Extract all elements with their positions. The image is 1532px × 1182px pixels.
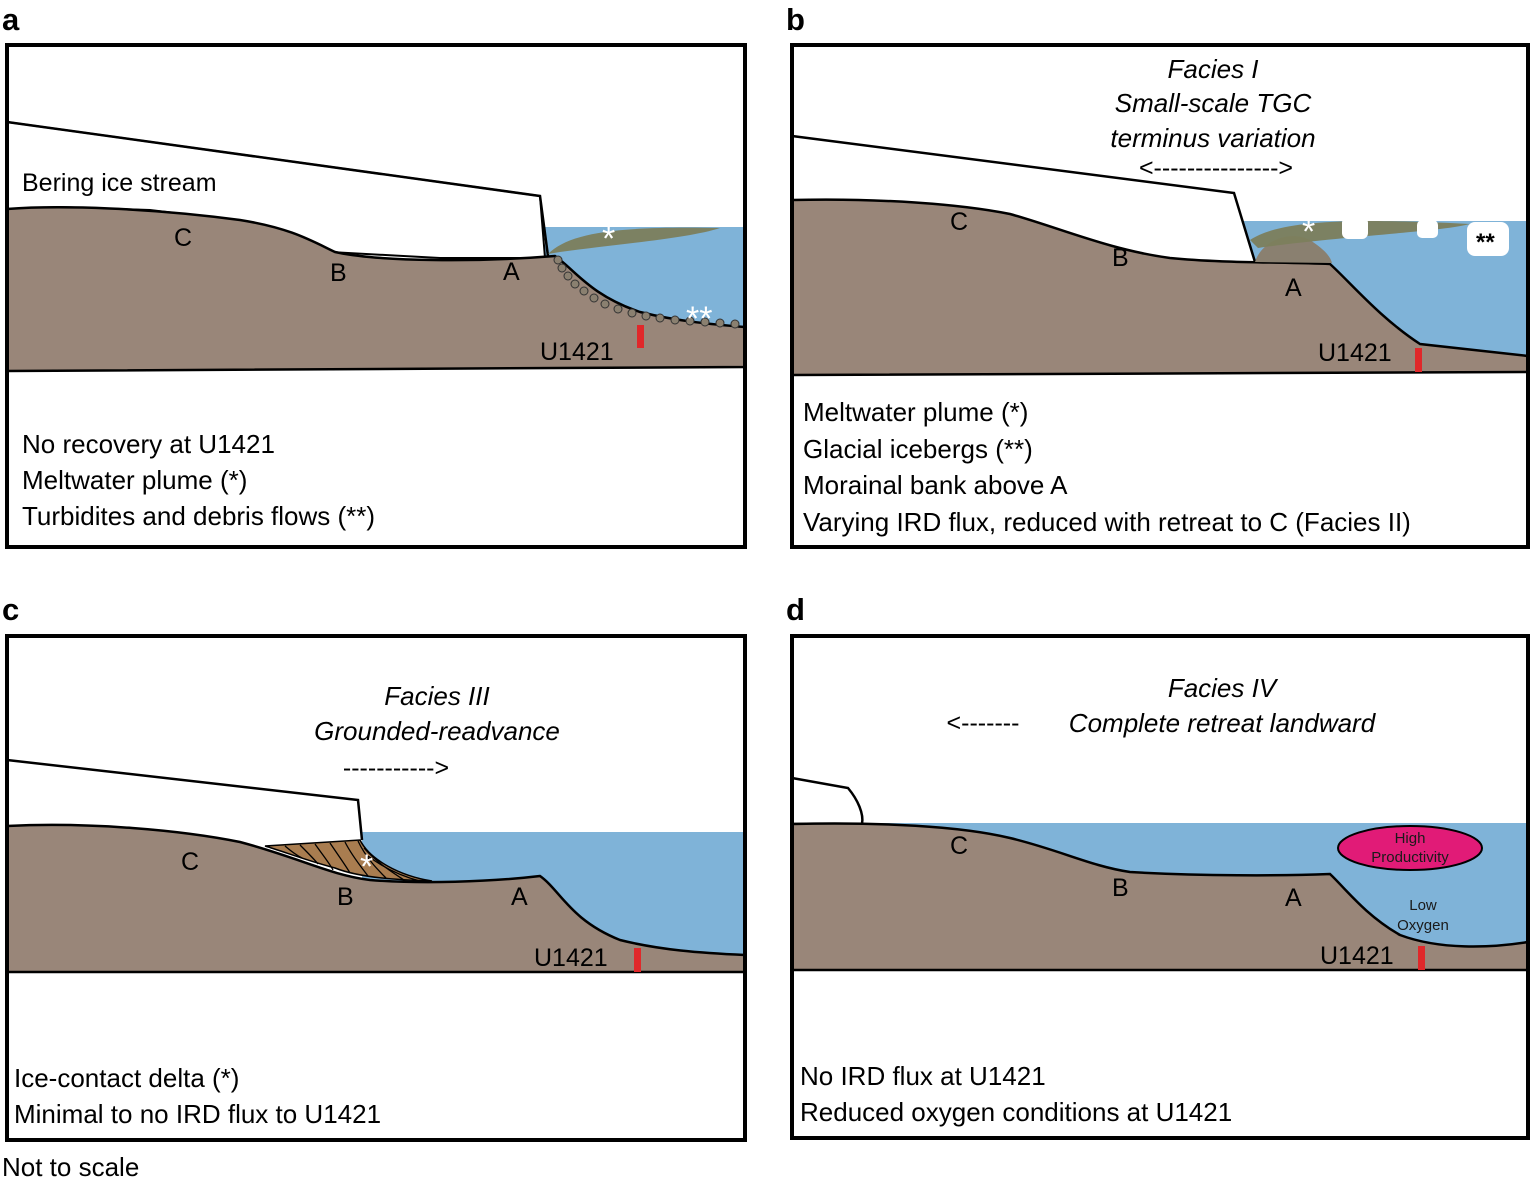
panel-c-facies-title: Facies III bbox=[384, 681, 489, 711]
panel-d-facies-title: Facies IV bbox=[1168, 673, 1279, 703]
panel-c-sediment bbox=[5, 823, 747, 974]
panel-a-note-2: Meltwater plume (*) bbox=[22, 465, 247, 495]
panel-b-ice-front bbox=[791, 134, 1257, 263]
panel-c-arrow: -----------> bbox=[343, 754, 449, 782]
panel-b-ice bbox=[792, 136, 1255, 262]
panel-d-low-oxygen-label-2: Oxygen bbox=[1397, 917, 1449, 934]
panel-a: a * ** Bering ice stream C B A U1421 bbox=[2, 2, 747, 549]
panel-c-delta-foresets bbox=[284, 840, 421, 882]
panel-d-high-productivity-label-2: Productivity bbox=[1371, 849, 1449, 866]
panel-c-ice bbox=[7, 760, 362, 840]
panel-d-sediment bbox=[790, 822, 1530, 972]
panel-a-frame bbox=[5, 43, 747, 549]
panel-b-plume-star: * bbox=[1302, 213, 1315, 251]
panel-c-delta-star: * bbox=[360, 848, 373, 886]
panel-d-core-marker bbox=[1418, 946, 1425, 970]
panel-c-frame bbox=[5, 634, 747, 1142]
panel-b-iceberg-stars: ** bbox=[1476, 229, 1495, 256]
panel-c-site-c: C bbox=[181, 848, 199, 876]
panel-d-high-productivity-label-1: High bbox=[1395, 830, 1426, 847]
panel-b-arrow: <---------------> bbox=[1139, 154, 1293, 182]
panel-a-debris-flow bbox=[553, 255, 740, 329]
panel-d-core-label: U1421 bbox=[1320, 942, 1394, 970]
panel-b-sediment bbox=[790, 198, 1530, 377]
panel-b-core-marker bbox=[1415, 348, 1422, 372]
panel-c-note-2: Minimal to no IRD flux to U1421 bbox=[14, 1099, 381, 1129]
panel-b-letter: b bbox=[786, 2, 805, 37]
panel-d: d High Productivity Low Oxygen Facies IV… bbox=[786, 592, 1530, 1140]
panel-b-core-label: U1421 bbox=[1318, 339, 1392, 367]
panel-d-frame bbox=[790, 634, 1530, 1140]
panel-b-note-2: Glacial icebergs (**) bbox=[803, 434, 1033, 464]
panel-d-facies-sub1: Complete retreat landward bbox=[1069, 708, 1377, 738]
panel-d-high-productivity bbox=[1337, 825, 1483, 871]
panel-b-iceberg-3 bbox=[1467, 222, 1509, 256]
panel-c-core-label: U1421 bbox=[534, 944, 608, 972]
panel-d-letter: d bbox=[786, 592, 805, 627]
panel-a-debris-stars: ** bbox=[686, 300, 712, 338]
panel-a-plume-star: * bbox=[602, 220, 615, 258]
panel-c: c * Facies III Grounded-readvance ------… bbox=[2, 592, 747, 1142]
panel-b-note-4: Varying IRD flux, reduced with retreat t… bbox=[803, 507, 1411, 537]
panel-a-site-a: A bbox=[503, 258, 520, 286]
panel-b-facies-sub2: terminus variation bbox=[1110, 123, 1315, 153]
panel-a-letter: a bbox=[2, 2, 20, 37]
panel-b-site-c: C bbox=[950, 208, 968, 236]
panel-a-site-b: B bbox=[330, 259, 347, 287]
panel-d-arrow: <------- bbox=[947, 709, 1020, 737]
panel-a-core-label: U1421 bbox=[540, 338, 614, 366]
panel-b-iceberg-1 bbox=[1342, 217, 1368, 239]
panel-a-ice-front bbox=[6, 120, 550, 257]
panel-d-site-b: B bbox=[1112, 874, 1129, 902]
panel-d-site-a: A bbox=[1285, 884, 1302, 912]
panel-b-frame bbox=[790, 43, 1530, 549]
panel-b: b * ** Facies I Small-scale TGC terminus… bbox=[786, 2, 1530, 549]
panel-d-site-c: C bbox=[950, 832, 968, 860]
panel-a-site-c: C bbox=[174, 224, 192, 252]
not-to-scale-note: Not to scale bbox=[2, 1152, 139, 1182]
panel-c-note-1: Ice-contact delta (*) bbox=[14, 1063, 239, 1093]
panel-a-meltwater-plume bbox=[548, 227, 720, 254]
panel-c-core-marker bbox=[634, 948, 641, 972]
panel-b-facies-sub1: Small-scale TGC bbox=[1115, 88, 1312, 118]
panel-d-low-oxygen-label-1: Low bbox=[1409, 897, 1437, 914]
panel-a-note-1: No recovery at U1421 bbox=[22, 429, 275, 459]
panel-b-facies-title: Facies I bbox=[1167, 54, 1258, 84]
panel-c-facies-sub1: Grounded-readvance bbox=[314, 716, 560, 746]
panel-d-note-1: No IRD flux at U1421 bbox=[800, 1061, 1046, 1091]
panel-c-ice-front bbox=[6, 758, 364, 841]
panel-b-site-a: A bbox=[1285, 274, 1302, 302]
panel-b-site-b: B bbox=[1112, 244, 1129, 272]
panel-c-letter: c bbox=[2, 592, 19, 627]
panel-b-note-3: Morainal bank above A bbox=[803, 470, 1068, 500]
panel-c-site-b: B bbox=[337, 883, 354, 911]
panel-b-iceberg-2 bbox=[1417, 220, 1438, 238]
panel-d-note-2: Reduced oxygen conditions at U1421 bbox=[800, 1097, 1232, 1127]
panel-a-ice-label: Bering ice stream bbox=[22, 169, 217, 197]
panel-a-core-marker bbox=[637, 325, 644, 348]
panel-b-note-1: Meltwater plume (*) bbox=[803, 397, 1028, 427]
panel-a-note-3: Turbidites and debris flows (**) bbox=[22, 501, 375, 531]
panel-c-site-a: A bbox=[511, 883, 528, 911]
